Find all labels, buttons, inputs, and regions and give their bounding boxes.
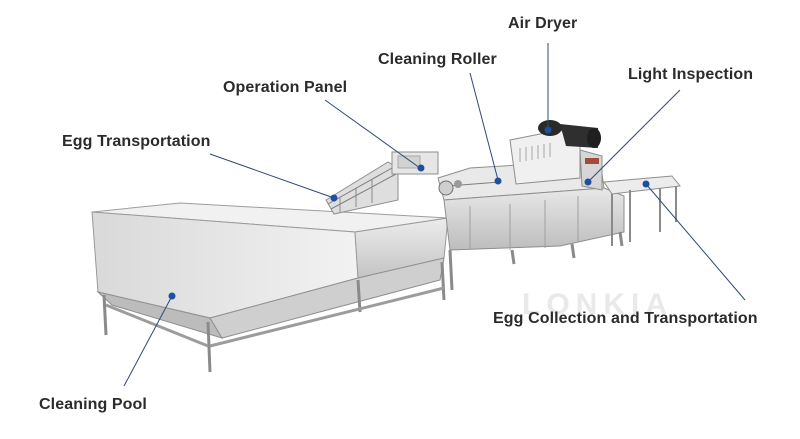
egg-transportation-dot (330, 194, 338, 202)
light-inspection-label: Light Inspection (628, 66, 754, 83)
egg-transportation-label: Egg Transportation (62, 133, 211, 150)
operation-panel-label: Operation Panel (223, 79, 348, 96)
egg-collection-dot (642, 180, 650, 188)
leader-dots (168, 126, 650, 300)
cleaning-pool-machine (91, 202, 449, 373)
egg-elevator (325, 151, 439, 215)
cleaning-pool-dot (168, 292, 176, 300)
operation-panel-dot (417, 164, 425, 172)
leader-lines (123, 43, 746, 387)
egg-collection-label: Egg Collection and Transportation (493, 310, 758, 327)
cleaning-roller-label: Cleaning Roller (378, 51, 497, 68)
air-dryer-dot (544, 126, 552, 134)
egg-collection-table (603, 175, 681, 246)
light-inspection-dot (584, 178, 592, 186)
cleaning-pool-label: Cleaning Pool (39, 396, 147, 413)
air-dryer-label: Air Dryer (508, 15, 578, 32)
watermark-logo: LONKIA (522, 288, 673, 321)
cleaning-roller-dot (494, 177, 502, 185)
